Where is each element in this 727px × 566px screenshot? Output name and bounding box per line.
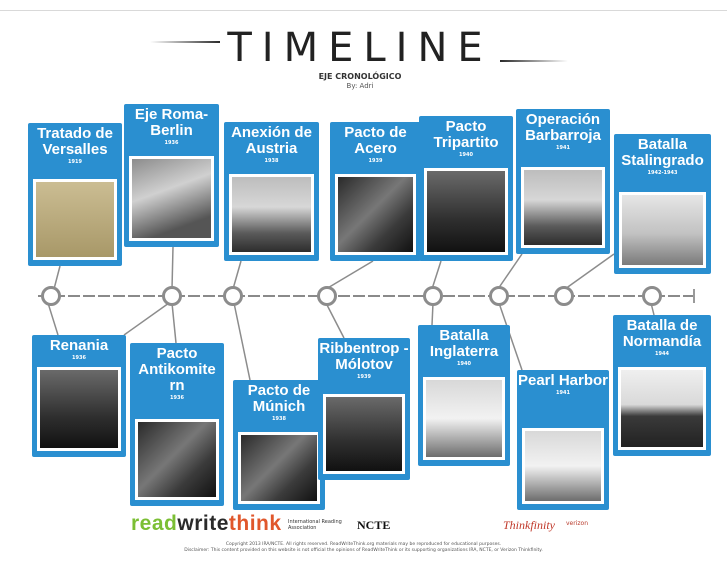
event-card-pearl-harbor: Pearl Harbor 1941 [517, 370, 609, 510]
event-card-pacto-tripartito: Pacto Tripartito 1940 [419, 116, 513, 261]
event-card-eje-roma-berlin: Eje Roma-Berlin 1936 [124, 104, 219, 247]
timeline-node [162, 286, 182, 306]
ncte-logo[interactable]: NCTE [357, 518, 391, 532]
event-title: Batalla de Normandía [622, 317, 702, 350]
event-photo [619, 192, 706, 268]
event-year: 1940 [459, 152, 473, 158]
copyright-text: Copyright 2013 IRA/NCTE. All rights rese… [225, 542, 502, 547]
event-year: 1941 [556, 145, 570, 151]
event-title: Pacto de Acero [344, 124, 407, 157]
event-title: Pearl Harbor [517, 372, 609, 389]
author-byline: By: Adri [346, 82, 374, 90]
event-photo [229, 174, 314, 255]
event-title: Eje Roma-Berlin [134, 106, 209, 139]
verizon-logo[interactable]: verizon [566, 520, 588, 527]
event-year: 1936 [170, 395, 184, 401]
event-card-pacto-antikomitern: Pacto Antikomite rn 1936 [130, 343, 224, 506]
title-rule-right [500, 60, 568, 62]
event-title: Pacto Tripartito [433, 118, 499, 151]
event-title: Anexión de Austria [231, 124, 312, 157]
logo-read: read [131, 512, 178, 535]
event-card-batalla-inglaterra: Batalla Inglaterra 1940 [418, 325, 510, 466]
event-title: Operación Barbarroja [525, 111, 601, 144]
event-year: 1944 [655, 351, 669, 357]
event-year: 1942-1943 [647, 170, 678, 176]
timeline-node [317, 286, 337, 306]
event-photo [423, 377, 505, 460]
event-photo [323, 394, 405, 474]
disclaimer-text: Disclaimer: This content provided on thi… [184, 548, 543, 553]
page-subtitle: EJE CRONOLÓGICO [318, 72, 402, 81]
event-year: 1938 [272, 416, 286, 422]
footer: readwritethink International Reading Ass… [0, 510, 727, 566]
event-title: Renania [49, 337, 109, 354]
event-year: 1938 [264, 158, 279, 164]
event-card-pacto-de-acero: Pacto de Acero 1939 [330, 122, 421, 261]
event-year: 1939 [368, 158, 383, 164]
logo-write: write [177, 512, 229, 535]
event-year: 1940 [457, 361, 471, 367]
event-year: 1919 [68, 159, 82, 165]
thinkfinity-logo[interactable]: Thinkfinity [503, 518, 555, 532]
event-card-renania: Renania 1936 [32, 335, 126, 457]
event-photo [521, 167, 605, 248]
event-photo [522, 428, 604, 504]
event-card-tratado-de-versalles: Tratado de Versalles 1919 [28, 123, 122, 266]
top-divider [0, 10, 727, 11]
event-card-anexion-de-austria: Anexión de Austria 1938 [224, 122, 319, 261]
event-photo [424, 168, 508, 255]
event-photo [135, 419, 219, 500]
event-photo [33, 179, 117, 260]
copyright-notice: Copyright 2013 IRA/NCTE. All rights rese… [180, 542, 547, 554]
event-title: Tratado de Versalles [37, 125, 113, 158]
event-photo [129, 156, 214, 241]
event-photo [238, 432, 320, 504]
event-title: Ribbentrop -Mólotov [319, 340, 409, 373]
event-title: Batalla Inglaterra [429, 327, 499, 360]
timeline-axis [38, 295, 693, 297]
header: TIMELINE EJE CRONOLÓGICO By: Adri [150, 24, 570, 94]
event-title: Batalla Stalingrado [621, 136, 704, 169]
event-title: Pacto Antikomite rn [138, 345, 216, 394]
event-card-batalla-stalingrado: Batalla Stalingrado 1942-1943 [614, 134, 711, 274]
event-year: 1936 [72, 355, 86, 361]
event-card-pacto-de-munich: Pacto de Múnich 1938 [233, 380, 325, 510]
timeline-node [642, 286, 662, 306]
page-title: TIMELINE [227, 25, 493, 71]
event-photo [335, 174, 416, 255]
ira-logo[interactable]: International Reading Association [288, 519, 342, 531]
title-rule-left [150, 41, 220, 43]
event-photo [618, 367, 706, 450]
timeline-node [554, 286, 574, 306]
event-card-ribbentrop-molotov: Ribbentrop -Mólotov 1939 [318, 338, 410, 480]
timeline-node [489, 286, 509, 306]
timeline-node [223, 286, 243, 306]
timeline-node [423, 286, 443, 306]
event-photo [37, 367, 121, 451]
readwritethink-logo[interactable]: readwritethink [131, 512, 282, 536]
event-year: 1941 [556, 390, 570, 396]
timeline-node [41, 286, 61, 306]
event-year: 1936 [164, 140, 179, 146]
timeline-axis-end [693, 289, 695, 303]
event-card-operacion-barbarroja: Operación Barbarroja 1941 [516, 109, 610, 254]
logo-think: think [228, 512, 282, 535]
event-title: Pacto de Múnich [247, 382, 311, 415]
event-card-batalla-de-normandia: Batalla de Normandía 1944 [613, 315, 711, 456]
event-year: 1939 [357, 374, 371, 380]
